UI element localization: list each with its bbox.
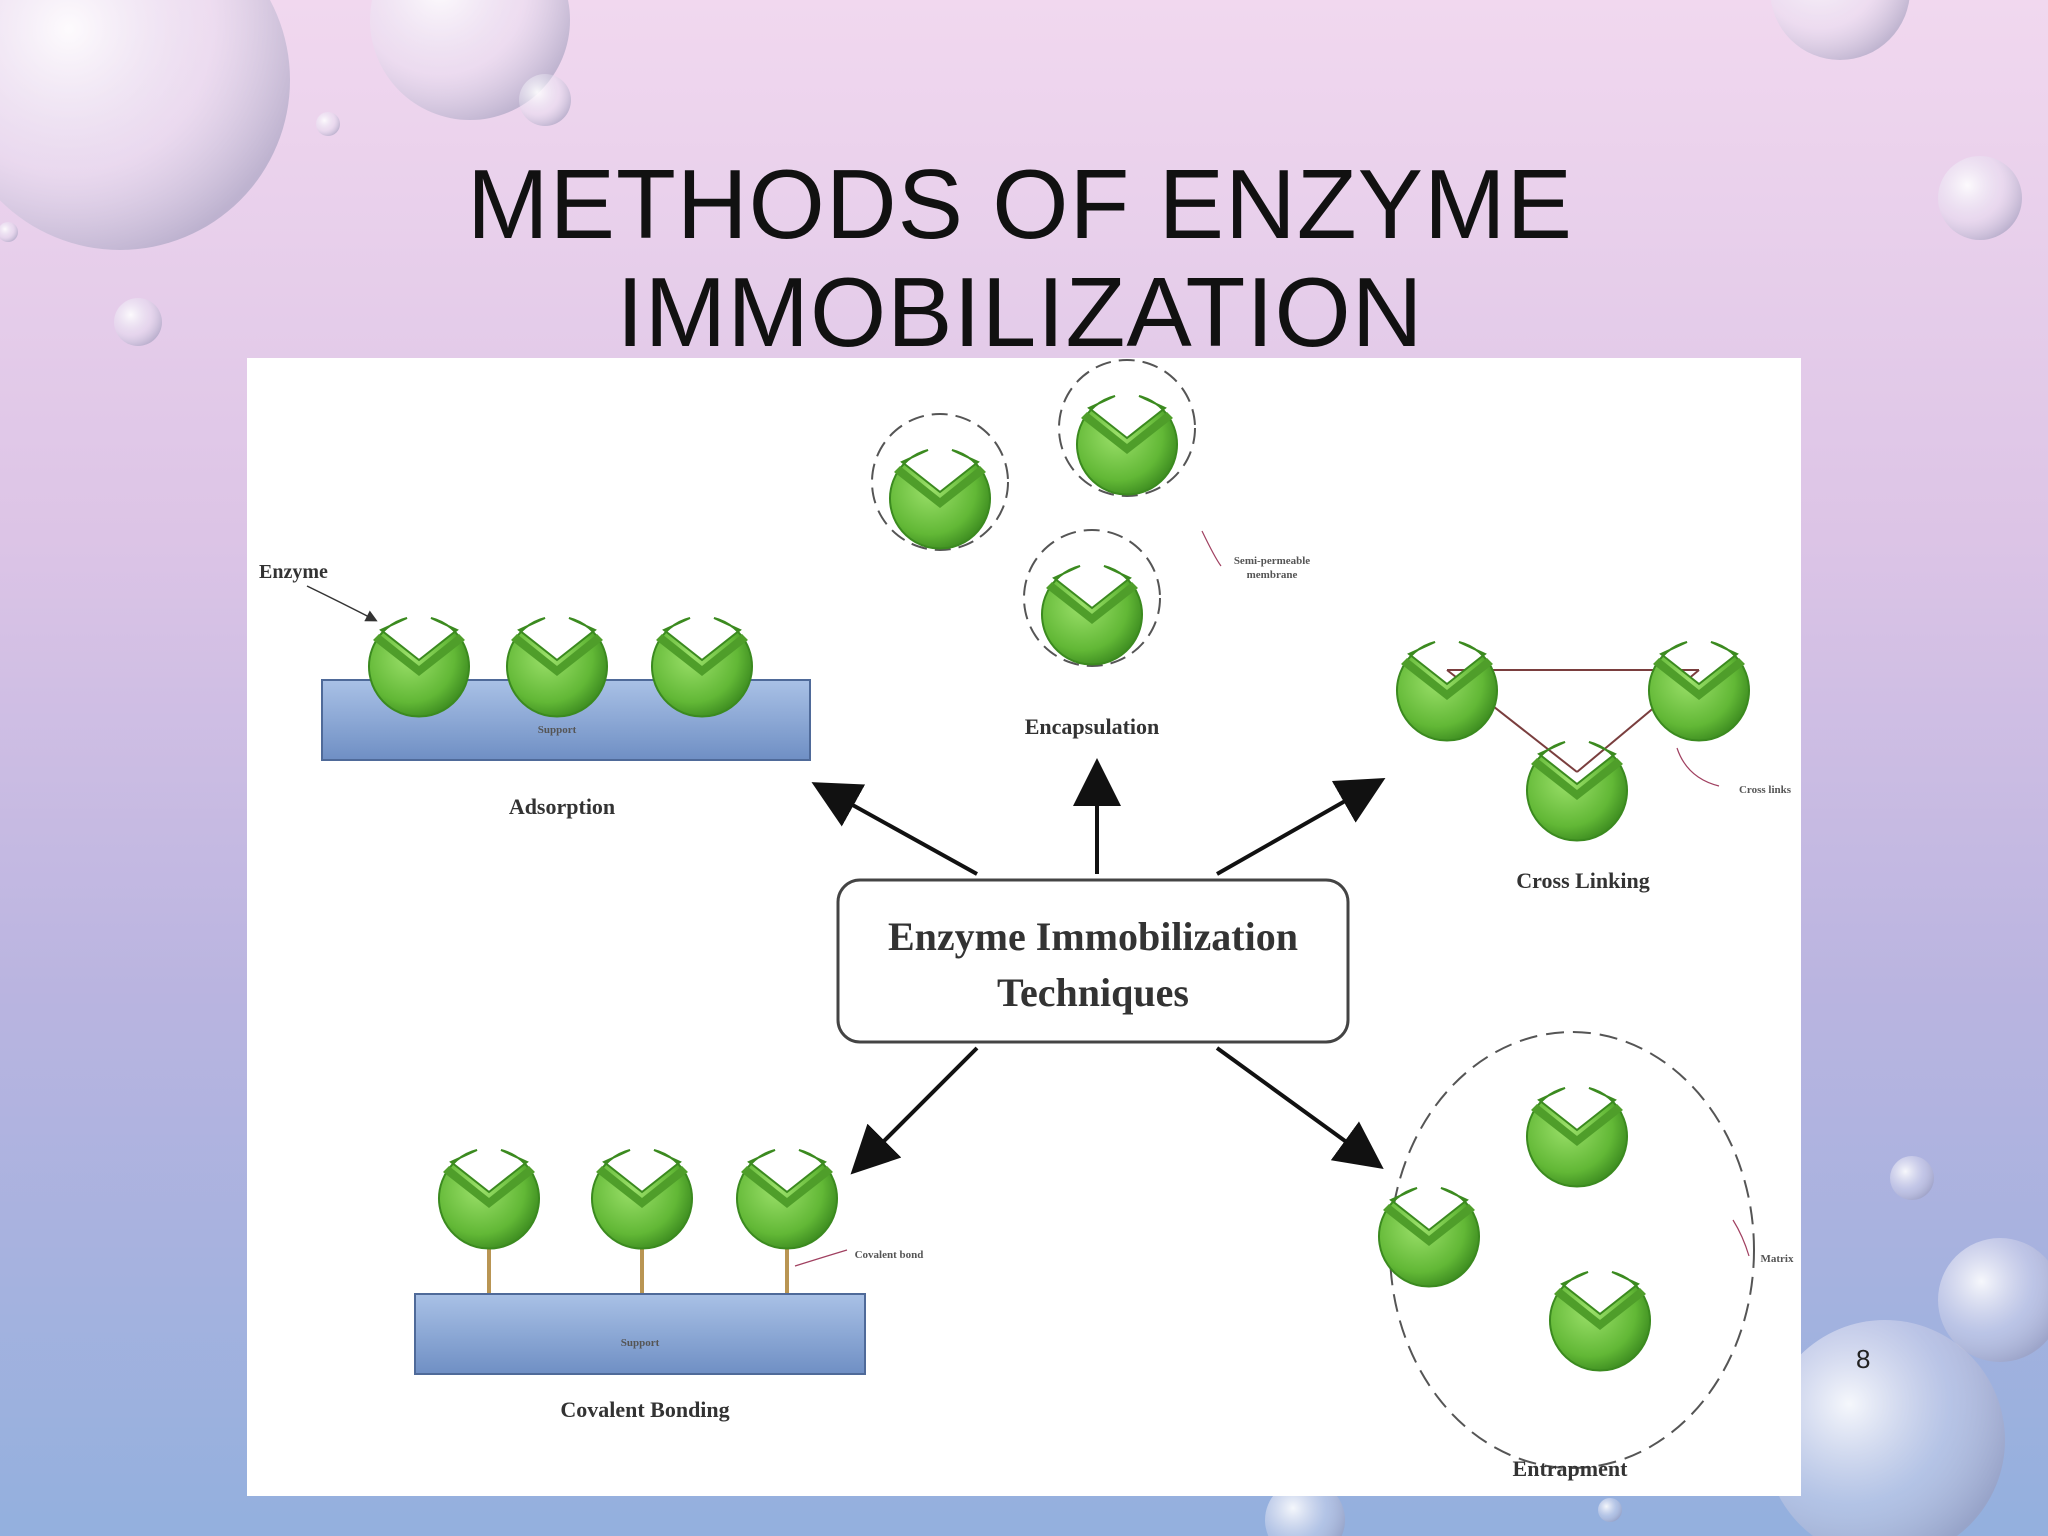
- slide-title: METHODS OF ENZYME IMMOBILIZATION: [300, 150, 1740, 366]
- arrow-to-adsorption: [822, 788, 977, 874]
- covalent-enzyme-1: [439, 1150, 539, 1249]
- membrane-label-line-2: membrane: [1247, 569, 1298, 581]
- cross-linking-method: Cross links Cross Linking: [1397, 642, 1792, 893]
- adsorption-enzyme-2: [507, 618, 607, 717]
- drop-small-2: [316, 112, 340, 136]
- entrapped-enzyme-3: [1550, 1272, 1650, 1371]
- center-box-frame: [838, 880, 1348, 1042]
- encapsulation-method: Semi-permeable membrane Encapsulation: [872, 360, 1310, 739]
- drop-small-1: [519, 74, 571, 126]
- entrapment-label: Entrapment: [1513, 1456, 1629, 1481]
- center-title-line-2: Techniques: [997, 970, 1189, 1015]
- matrix-label: Matrix: [1761, 1253, 1794, 1265]
- arrow-to-entrapment: [1217, 1048, 1374, 1162]
- encapsulated-enzyme-1: [890, 450, 990, 549]
- cross-linking-label: Cross Linking: [1516, 868, 1649, 893]
- drop-small-3: [114, 298, 162, 346]
- membrane-label-line-1: Semi-permeable: [1234, 555, 1310, 567]
- encapsulation-label: Encapsulation: [1025, 714, 1160, 739]
- slide-number: 8: [1856, 1344, 1870, 1375]
- covalent-bond-callout-line: [795, 1250, 847, 1266]
- adsorption-label: Adsorption: [509, 794, 615, 819]
- drop-top-right: [1770, 0, 1910, 60]
- entrapped-enzyme-2: [1379, 1188, 1479, 1287]
- covalent-enzyme-3: [737, 1150, 837, 1249]
- adsorption-method: Support Enzyme Adsorption: [259, 561, 810, 819]
- drop-small-4: [0, 222, 18, 242]
- crosslinked-enzyme-2: [1649, 642, 1749, 741]
- drop-bottom-2: [1598, 1498, 1622, 1522]
- membrane-callout-line: [1202, 531, 1221, 566]
- title-line-2: IMMOBILIZATION: [300, 258, 1740, 366]
- encapsulated-enzyme-3: [1042, 566, 1142, 665]
- arrow-to-cross-linking: [1217, 784, 1375, 874]
- drop-right-1: [1938, 156, 2022, 240]
- enzyme-callout-label: Enzyme: [259, 561, 328, 583]
- covalent-support-label: Support: [621, 1337, 660, 1349]
- center-title-line-1: Enzyme Immobilization: [888, 914, 1298, 959]
- arrow-to-covalent-bonding: [859, 1048, 977, 1166]
- diagram-canvas: Support Enzyme Adsorption Semi-permeable…: [247, 358, 1801, 1496]
- entrapped-enzyme-1: [1527, 1088, 1627, 1187]
- covalent-bond-label: Covalent bond: [855, 1249, 924, 1261]
- adsorption-enzyme-3: [652, 618, 752, 717]
- crosslinked-enzyme-1: [1397, 642, 1497, 741]
- encapsulated-enzyme-2: [1077, 396, 1177, 495]
- matrix-callout-line: [1733, 1220, 1749, 1256]
- title-line-1: METHODS OF ENZYME: [300, 150, 1740, 258]
- drop-right-2: [1890, 1156, 1934, 1200]
- covalent-support: [415, 1294, 865, 1374]
- covalent-bonding-method: Support Covalent bond Covalent Bonding: [415, 1150, 923, 1422]
- drop-large-top-left: [0, 0, 290, 250]
- adsorption-support-label: Support: [538, 724, 577, 736]
- entrapment-method: Matrix Entrapment: [1379, 1032, 1794, 1481]
- adsorption-enzyme-1: [369, 618, 469, 717]
- covalent-enzyme-2: [592, 1150, 692, 1249]
- cross-links-label: Cross links: [1739, 784, 1792, 796]
- covalent-bonding-label: Covalent Bonding: [560, 1397, 729, 1422]
- cross-links-callout-line: [1677, 748, 1719, 786]
- crosslinked-enzyme-3: [1527, 742, 1627, 841]
- center-box: Enzyme Immobilization Techniques: [838, 880, 1348, 1042]
- enzyme-immobilization-diagram: Support Enzyme Adsorption Semi-permeable…: [247, 358, 1801, 1496]
- enzyme-callout-arrow: [307, 586, 375, 620]
